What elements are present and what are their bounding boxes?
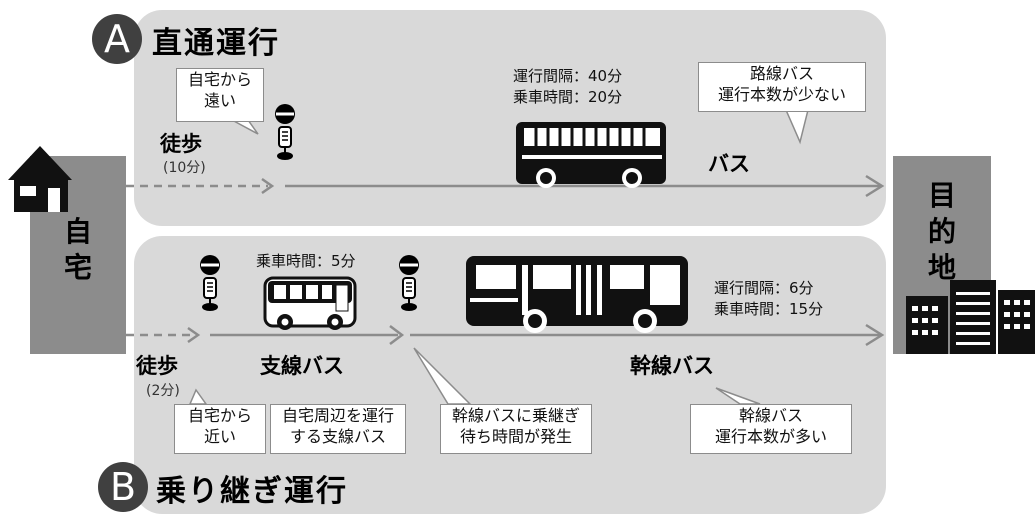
callout-route-bus: 路線バス 運行本数が少ない [698, 62, 866, 112]
bus-stop-icon [199, 254, 221, 312]
route-b-trunk-interval: 運行間隔：6分 [714, 279, 814, 297]
trunk-bus-icon [466, 256, 688, 333]
route-a-ride-time: 乗車時間：20分 [513, 88, 623, 106]
route-b-walk-label: 徒歩 [136, 354, 178, 378]
route-a-walk-label: 徒歩 [160, 132, 202, 156]
route-a-badge: A [92, 14, 142, 64]
route-a-interval: 運行間隔：40分 [513, 67, 623, 85]
callout-tail [188, 388, 208, 405]
bus-stop-icon [274, 103, 296, 161]
route-bus-icon [516, 122, 666, 188]
route-b-trunk-ride-time: 乗車時間：15分 [714, 300, 824, 318]
route-a-title: 直通運行 [152, 26, 280, 61]
callout-tail [715, 387, 761, 405]
callout-transfer: 幹線バスに乗継ぎ 待ち時間が発生 [440, 404, 592, 454]
bus-stop-icon [398, 254, 420, 312]
route-b-feeder-label: 支線バス [260, 354, 344, 378]
callout-feeder: 自宅周辺を運行 する支線バス [270, 404, 406, 454]
house-icon [8, 146, 72, 212]
callout-home-near: 自宅から 近い [174, 404, 266, 454]
route-b-title: 乗り継ぎ運行 [156, 474, 348, 509]
callout-tail [784, 109, 809, 145]
destination-label: 目 的 地 [927, 179, 956, 284]
callout-home-far: 自宅から 遠い [176, 68, 264, 122]
buildings-icon [906, 280, 1035, 354]
callout-tail [413, 347, 472, 405]
callout-trunk: 幹線バス 運行本数が多い [690, 404, 852, 454]
route-b-badge: B [98, 462, 148, 512]
feeder-bus-icon [263, 276, 357, 330]
route-b-trunk-label: 幹線バス [630, 354, 714, 378]
route-a-bus-label: バス [708, 152, 750, 176]
callout-tail [231, 119, 259, 135]
route-b-feeder-ride-time: 乗車時間：5分 [256, 252, 356, 270]
route-a-walk-time: (10分) [163, 160, 206, 176]
home-label: 自 宅 [63, 215, 92, 284]
route-b-walk-time: (2分) [146, 383, 180, 399]
